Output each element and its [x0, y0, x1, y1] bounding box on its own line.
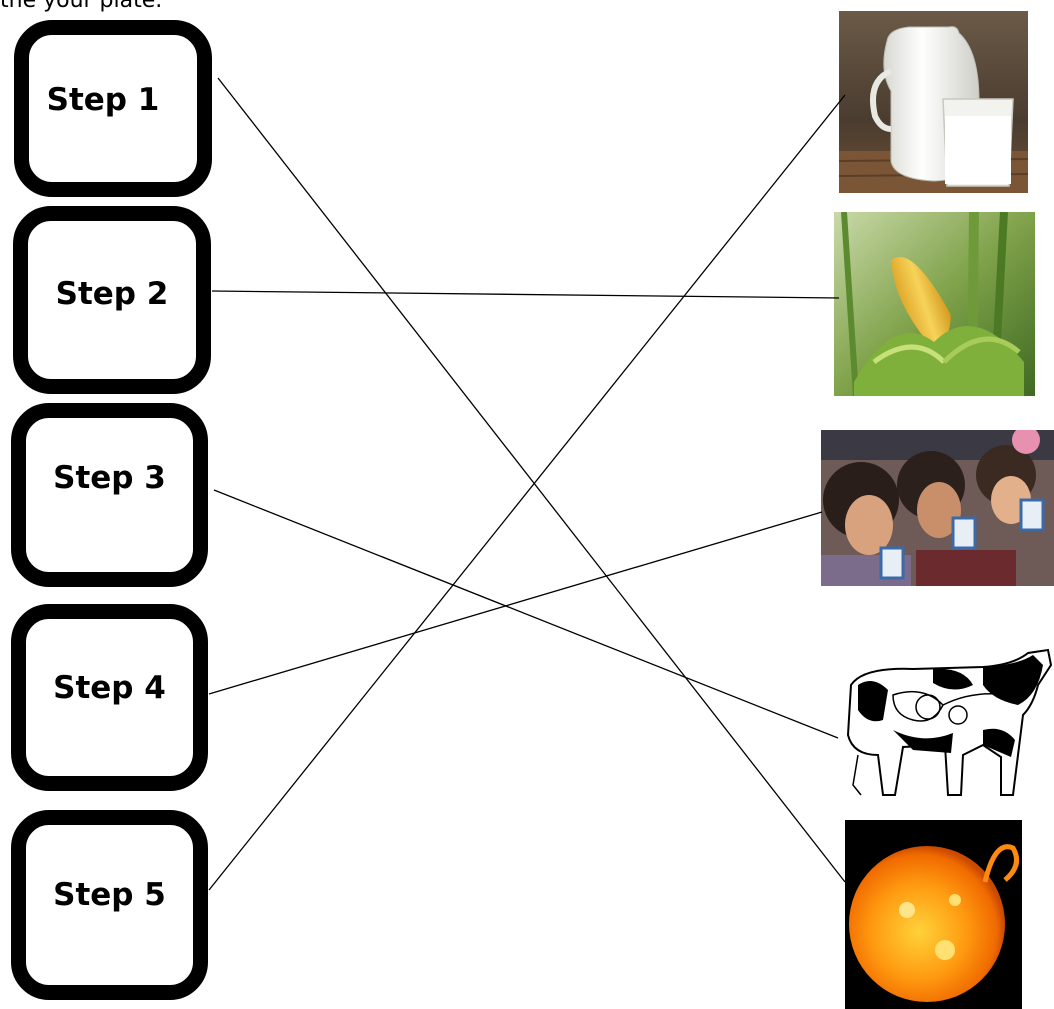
children-drinking-milk-picture[interactable]: [821, 430, 1054, 586]
instruction-text: the your plate.: [0, 0, 163, 13]
cow-digestion-picture[interactable]: [833, 645, 1054, 805]
step-label: Step 2: [55, 276, 169, 312]
step-box-5[interactable]: Step 5: [11, 810, 208, 1000]
step-label: Step 5: [53, 877, 166, 913]
step-box-2[interactable]: Step 2: [13, 206, 211, 394]
connector-line-step-5: [208, 94, 846, 891]
step-box-3[interactable]: Step 3: [11, 403, 208, 587]
step-label: Step 4: [53, 669, 166, 706]
connector-line-step-2: [211, 290, 840, 299]
step-box-4[interactable]: Step 4: [11, 604, 208, 791]
milk-picture[interactable]: [839, 11, 1028, 193]
connector-line-step-1: [217, 77, 846, 883]
corn-picture[interactable]: [834, 212, 1035, 396]
sun-picture[interactable]: [845, 820, 1022, 1009]
step-label: Step 1: [46, 81, 160, 118]
connector-line-step-3: [213, 489, 839, 739]
step-label: Step 3: [53, 460, 166, 496]
connector-line-step-4: [208, 511, 823, 695]
step-box-1[interactable]: Step 1: [14, 20, 212, 197]
